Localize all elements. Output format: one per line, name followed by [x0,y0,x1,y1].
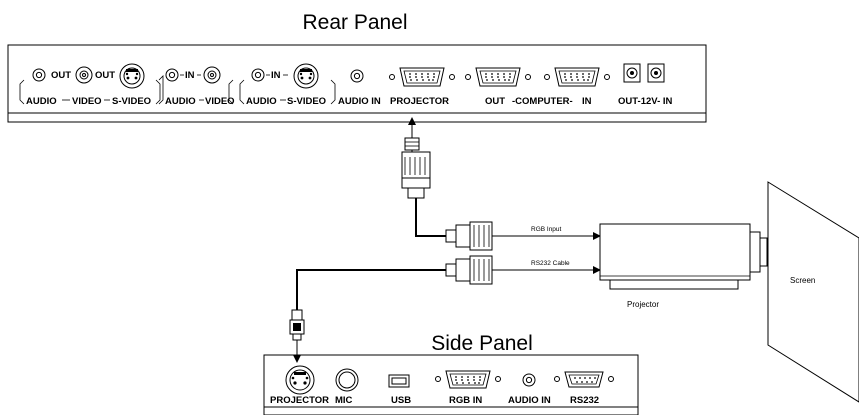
rca-jack-icon[interactable] [32,68,46,82]
computer-label: -COMPUTER- [512,96,573,107]
rca-jack-icon[interactable] [75,66,93,84]
audio-label: AUDIO [165,96,196,107]
audio-label: AUDIO [26,96,57,107]
vga-port-icon[interactable] [389,67,455,87]
rear-group-svideo-in: IN AUDIO S-VIDEO [239,63,336,107]
out-label: OUT [51,70,71,81]
rs232-cable-label: RS232 Cable [531,260,570,267]
mic-jack-icon[interactable] [335,368,359,392]
audio-in-label: AUDIO IN [338,96,381,107]
projector-label: Projector [627,300,659,309]
vga-port-icon[interactable] [465,67,531,87]
rca-jack-icon[interactable] [350,69,364,83]
computer-out-label: OUT [485,96,505,107]
svideo-jack-icon[interactable] [285,365,315,395]
svideo-label: S-VIDEO [112,96,151,107]
rear-group-av-out: OUT OUT AUDIO VIDEO S-VIDEO [19,63,161,107]
side-panel: PROJECTOR MIC USB RGB IN AUDIO IN [263,354,639,415]
svideo-label: S-VIDEO [287,96,326,107]
in-label: IN [185,70,195,81]
vga-plug-icon [445,221,493,251]
projector-label: PROJECTOR [270,395,329,406]
vga-plug-icon [401,137,431,199]
vga-cable [401,117,446,237]
side-panel-title: Side Panel [431,332,533,355]
vga-port-icon[interactable] [435,370,501,389]
screen-label: Screen [790,276,815,285]
rca-jack-icon[interactable] [522,373,536,387]
power-label: OUT-12V- IN [618,96,673,107]
audio-in-label: AUDIO IN [508,395,551,406]
rs232-label: RS232 [570,395,599,406]
rs232-plug-icon [445,255,493,285]
in-label: IN [271,70,281,81]
usb-port-icon[interactable] [388,374,410,388]
projector-label: PROJECTOR [390,96,449,107]
projector-device [599,223,768,290]
video-label: VIDEO [205,96,235,107]
rear-panel-body [7,44,707,123]
svideo-jack-icon[interactable] [119,63,145,89]
rca-jack-icon[interactable] [203,66,221,84]
usb-label: USB [391,395,411,406]
rgb-cable-label: RGB Input [531,226,562,233]
computer-in-label: IN [582,96,592,107]
rear-panel: OUT OUT AUDIO VIDEO S-VIDEO [7,44,707,123]
side-panel-body [263,354,639,415]
dc-jack-icon[interactable] [623,63,641,83]
rca-jack-icon[interactable] [251,68,265,82]
mic-label: MIC [335,395,353,406]
rear-group-av-in: IN AUDIO VIDEO [158,66,235,107]
audio-label: AUDIO [246,96,277,107]
rear-panel-title: Rear Panel [302,11,407,34]
screen-device [767,181,859,403]
out-label: OUT [95,70,115,81]
rgb-in-label: RGB IN [449,395,482,406]
rca-jack-icon[interactable] [165,68,179,82]
vga-port-icon[interactable] [544,67,610,87]
svideo-plug-icon [289,309,305,341]
rs232-port-icon[interactable] [554,371,614,388]
video-label: VIDEO [72,96,102,107]
dc-jack-icon[interactable] [647,63,665,83]
svideo-jack-icon[interactable] [293,63,319,89]
